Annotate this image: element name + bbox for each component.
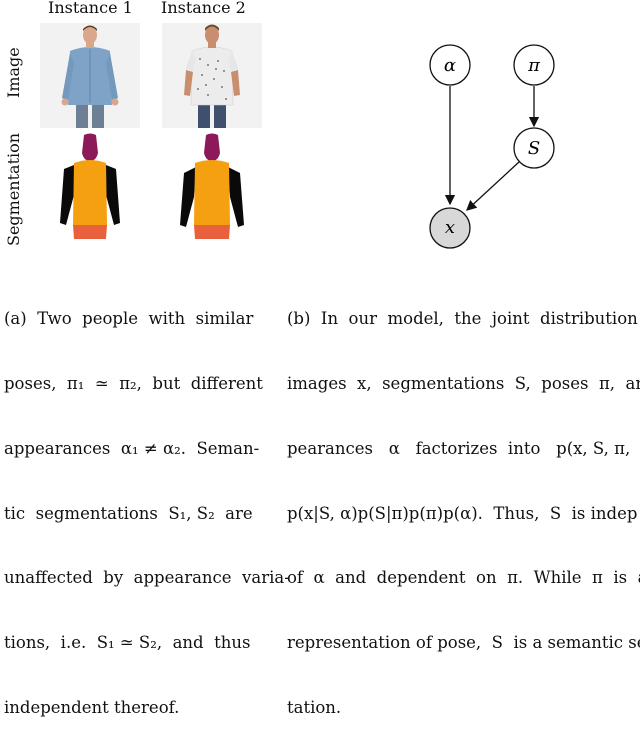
- seg-arms-right: [228, 167, 244, 227]
- caption-a-line: tic segmentations S₁, S₂ are: [4, 503, 253, 523]
- segmentation-row-label: Segmentation: [4, 132, 23, 246]
- node-S-label: S: [528, 138, 540, 159]
- instance-1-segmentation: [60, 133, 120, 239]
- instance-2-segmentation: [180, 133, 244, 239]
- seg-arms-left: [60, 165, 74, 225]
- seg-arms-right: [106, 165, 120, 225]
- caption-b-line: pearances α factorizes into p(x, S, π,: [287, 438, 631, 458]
- seg-head: [82, 133, 98, 161]
- caption-b-line: of α and dependent on π. While π is a: [287, 568, 640, 588]
- caption-a-line: independent thereof.: [4, 697, 180, 717]
- instance-2-photo: [162, 23, 262, 128]
- image-row-label: Image: [4, 47, 23, 98]
- seg-legs: [73, 225, 107, 239]
- caption-b-line: tation.: [287, 697, 342, 717]
- node-pi-label: π: [527, 55, 541, 76]
- caption-a-line: tions, i.e. S₁ ≃ S₂, and thus: [4, 633, 251, 653]
- node-x-label: x: [445, 217, 455, 238]
- seg-torso: [194, 160, 230, 225]
- node-S: S: [513, 127, 555, 169]
- caption-b-line: p(x|S, α)p(S|π)p(π)p(α). Thus, S is inde…: [287, 503, 638, 523]
- caption-a-line: unaffected by appearance varia-: [4, 568, 290, 588]
- node-alpha-label: α: [444, 55, 456, 76]
- seg-head: [204, 133, 220, 161]
- seg-torso: [73, 160, 107, 225]
- caption-a-line: (a) Two people with similar: [4, 309, 254, 329]
- caption-b-line: images x, segmentations S, poses π, an: [287, 373, 640, 393]
- seg-legs: [194, 225, 230, 239]
- caption-a-line: appearances α₁ ≠ α₂. Seman-: [4, 438, 260, 458]
- edge-S-x: [466, 161, 520, 211]
- caption-a: (a) Two people with similar poses, π₁ ≃ …: [4, 265, 290, 740]
- node-alpha: α: [429, 44, 471, 86]
- node-x: x: [429, 207, 471, 249]
- caption-b-line: representation of pose, S is a semantic …: [287, 633, 640, 653]
- caption-b: (b) In our model, the joint distribution…: [287, 265, 640, 740]
- instance-2-heading: Instance 2: [161, 0, 246, 17]
- seg-arms-left: [180, 167, 196, 227]
- caption-a-line: poses, π₁ ≃ π₂, but different: [4, 373, 263, 393]
- instance-1-photo: [40, 23, 140, 128]
- caption-b-line: (b) In our model, the joint distribution: [287, 309, 638, 329]
- node-pi: π: [513, 44, 555, 86]
- instance-1-heading: Instance 1: [48, 0, 133, 17]
- graphical-model: α π S x: [429, 44, 555, 249]
